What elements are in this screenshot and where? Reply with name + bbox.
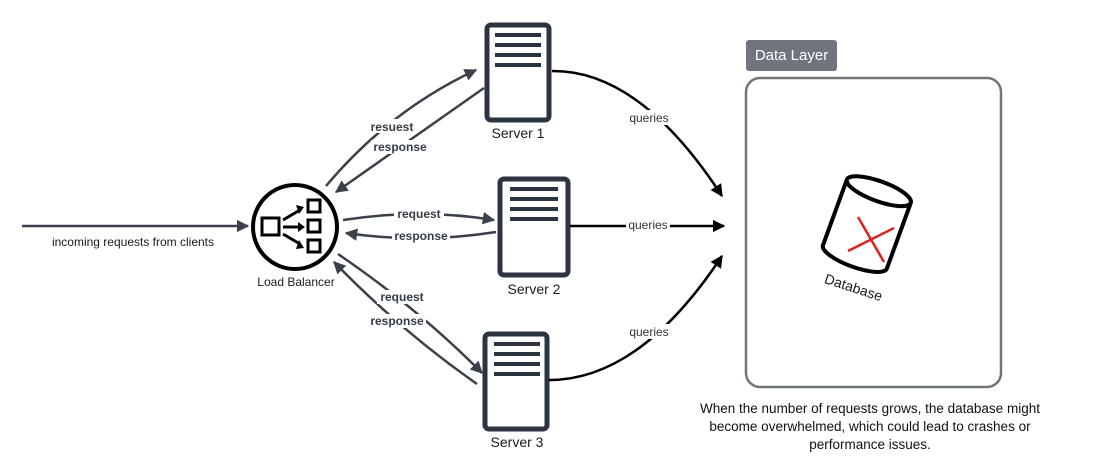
caption-text: When the number of requests grows, the d… [700, 401, 1040, 452]
server-icon [482, 331, 550, 432]
queries-label-server-2: queries [628, 218, 667, 232]
response-label-server-1: response [373, 140, 427, 154]
incoming-requests-label: incoming requests from clients [52, 235, 214, 249]
request-label-server-2: request [397, 207, 440, 221]
red-x-icon [847, 216, 895, 263]
server-icon [484, 22, 552, 123]
request-label-server-1: resuest [371, 120, 414, 134]
server-3-label: Server 3 [491, 434, 544, 450]
request-arrow-server-3 [337, 252, 483, 374]
queries-label-server-1: queries [629, 111, 668, 125]
queries-arrow-server-3 [548, 254, 724, 382]
queries-label-server-3: queries [629, 325, 668, 339]
data-layer-tag: Data Layer [746, 40, 837, 71]
server-icon [497, 176, 571, 278]
server-1-label: Server 1 [492, 125, 545, 141]
load-balancer-label: Load Balancer [257, 275, 334, 289]
response-label-server-3: response [370, 314, 424, 328]
database-icon [820, 174, 913, 274]
server-2-label: Server 2 [508, 281, 561, 297]
load-balancer-icon [251, 183, 339, 271]
request-label-server-3: request [380, 290, 423, 304]
response-label-server-2: response [394, 229, 448, 243]
queries-arrow-server-1 [551, 69, 724, 198]
